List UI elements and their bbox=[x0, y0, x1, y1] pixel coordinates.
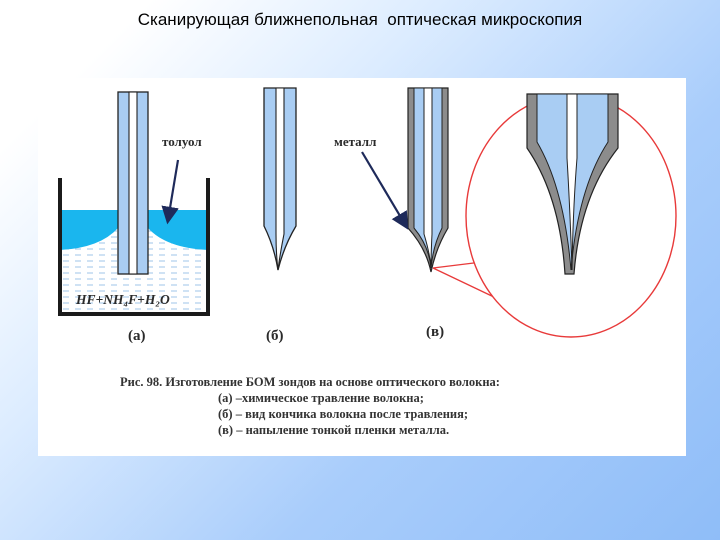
coated-fiber: металл (в) bbox=[334, 87, 449, 340]
metal-arrow bbox=[361, 151, 409, 230]
toluene-label: толуол bbox=[162, 134, 202, 149]
caption-line-1: Рис. 98. Изготовление БОМ зондов на осно… bbox=[120, 375, 500, 389]
beaker-walls bbox=[58, 178, 210, 316]
caption-line-2: (а) –химическое травление волокна; bbox=[218, 391, 424, 405]
magnified-core bbox=[566, 93, 578, 271]
panel-c-label: (в) bbox=[426, 324, 444, 340]
metal-label: металл bbox=[334, 134, 376, 149]
figure-panel: толуол HF+NH₄F+H₂O (а) (б) металл (в) bbox=[38, 78, 686, 456]
coated-fiber-core bbox=[423, 87, 433, 269]
figure-diagram: толуол HF+NH₄F+H₂O (а) (б) металл (в) bbox=[58, 87, 677, 344]
solution-label: HF+NH₄F+H₂O bbox=[75, 292, 170, 307]
fiber-core bbox=[128, 91, 138, 275]
etched-fiber-core bbox=[275, 87, 285, 271]
toluene-arrow bbox=[161, 159, 180, 225]
slide-title: Сканирующая ближнепольная оптическая мик… bbox=[137, 10, 583, 29]
etching-beaker: толуол HF+NH₄F+H₂O (а) bbox=[58, 91, 210, 344]
magnified-tip bbox=[432, 93, 677, 338]
caption-line-3: (б) – вид кончика волокна после травлени… bbox=[218, 407, 469, 421]
caption-line-4: (в) – напыление тонкой пленки металла. bbox=[218, 423, 450, 437]
panel-a-label: (а) bbox=[128, 328, 146, 344]
figure-caption: Рис. 98. Изготовление БОМ зондов на осно… bbox=[120, 374, 660, 438]
etched-fiber: (б) bbox=[263, 87, 297, 344]
panel-b-label: (б) bbox=[266, 328, 284, 344]
